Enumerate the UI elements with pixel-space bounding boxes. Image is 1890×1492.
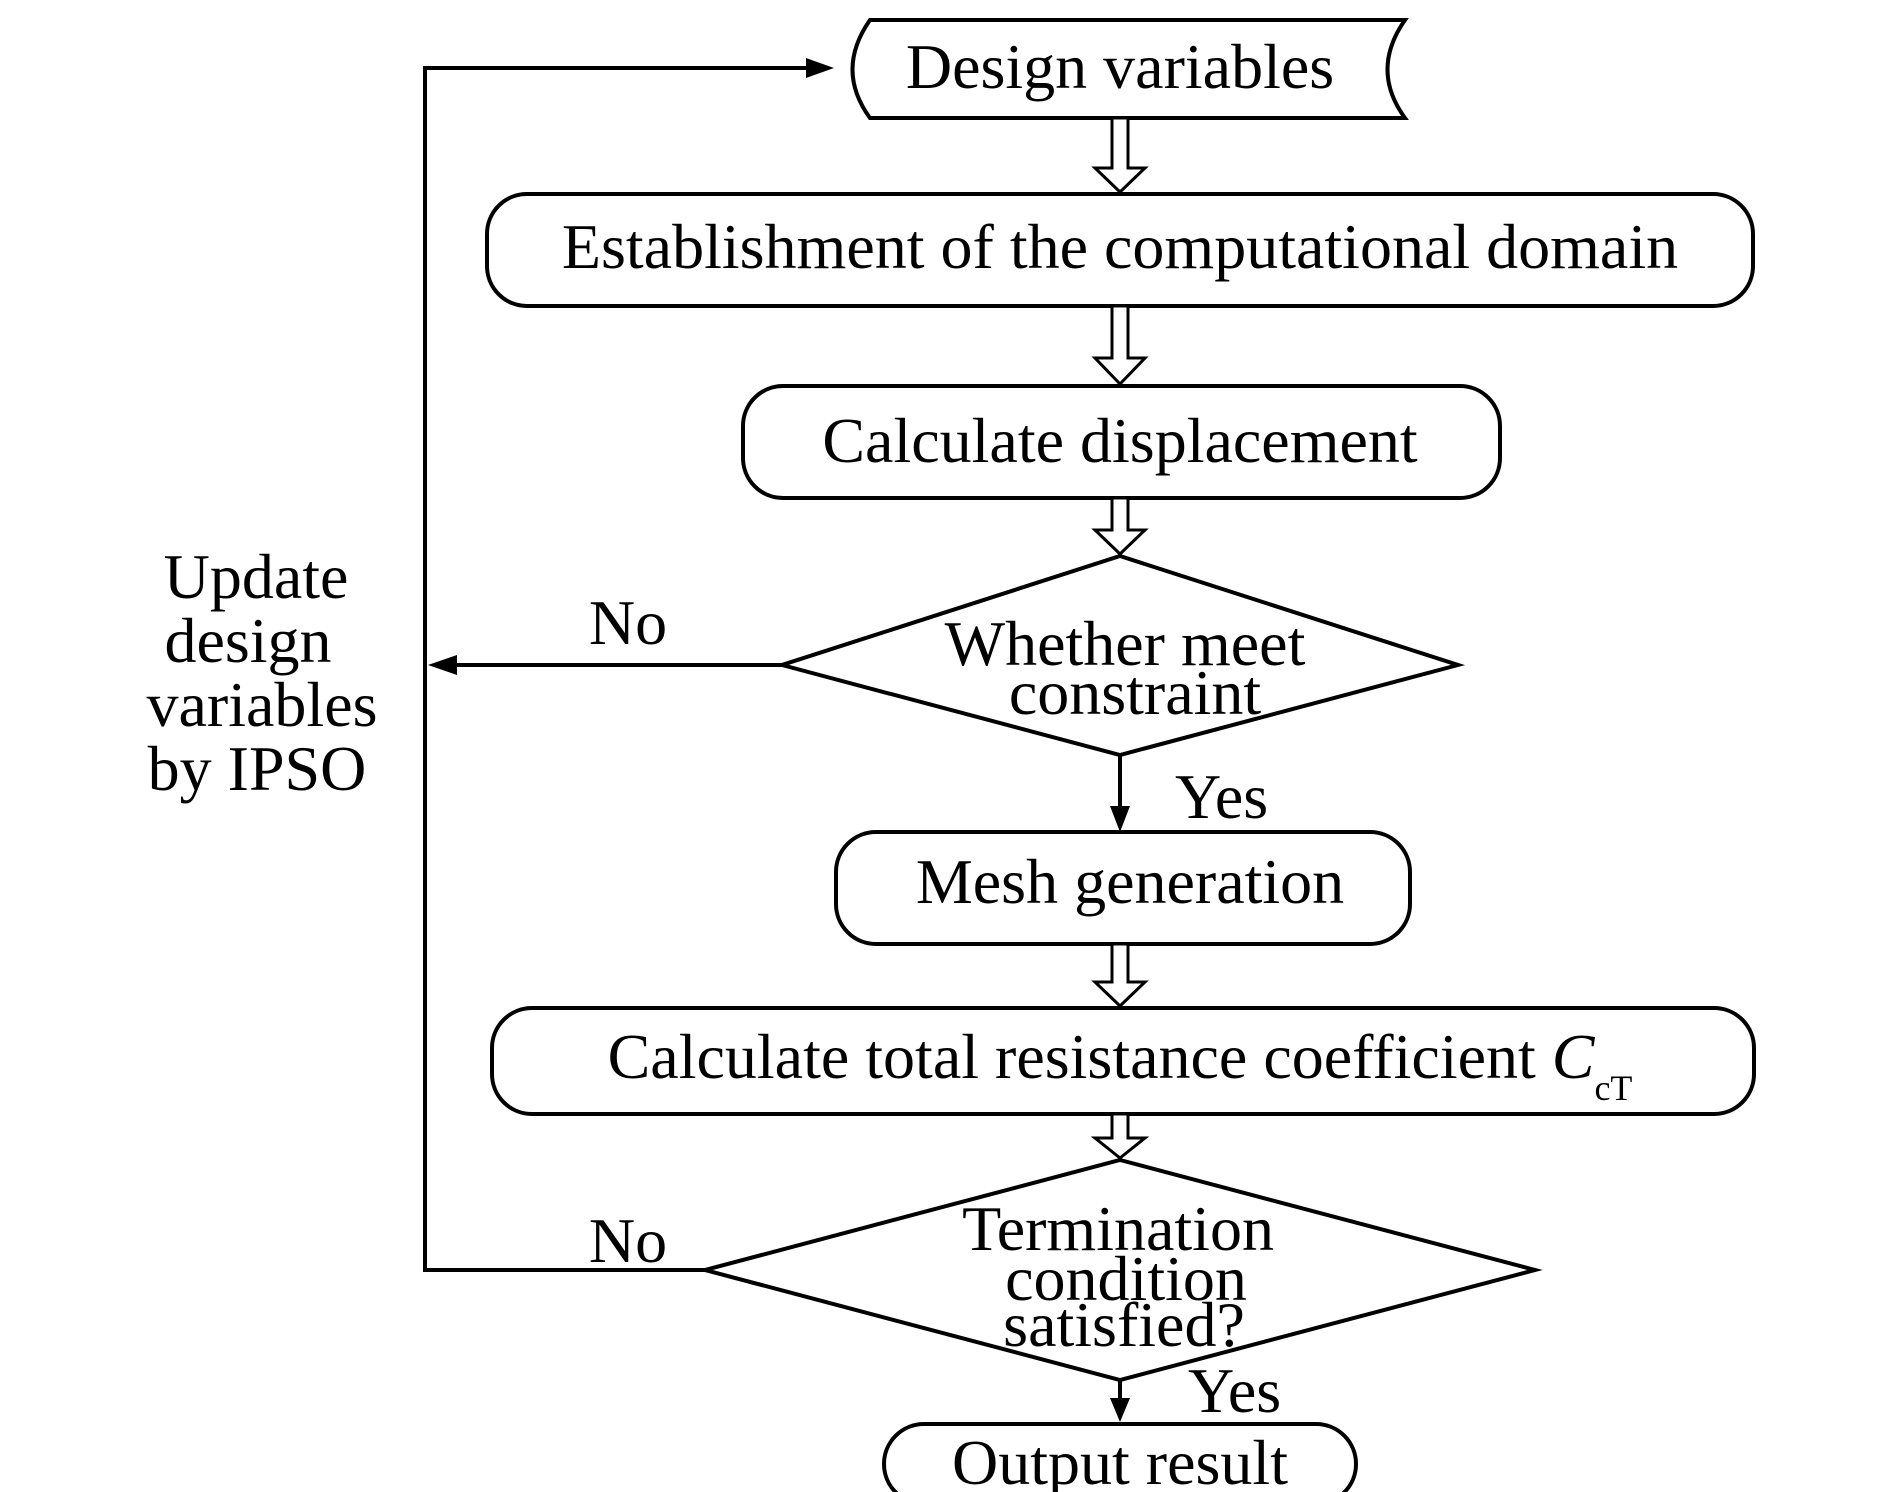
termination-label-line-1: Termination: [962, 1193, 1274, 1264]
termination-yes-label: Yes: [1188, 1355, 1281, 1426]
termination-label-line-3: satisfied?: [1003, 1289, 1245, 1360]
calculate-resistance-label: Calculate total resistance coefficient C…: [608, 1021, 1633, 1108]
constraint-yes-label: Yes: [1175, 761, 1268, 832]
constraint-label-line-1: Whether meet: [945, 608, 1306, 679]
loop-label-line-2: design: [164, 605, 331, 676]
double-arrow-4: [1091, 942, 1149, 1009]
constraint-label-line-2: constraint: [1009, 657, 1262, 728]
double-arrow-1: [1091, 116, 1149, 195]
feedback-loop: [423, 58, 834, 1272]
node-calculate-displacement: Calculate displacement: [741, 384, 1502, 500]
loop-label-line-3: variables: [147, 669, 378, 740]
loop-label-line-1: Update: [164, 541, 349, 612]
node-mesh-generation: Mesh generation: [834, 830, 1412, 946]
resistance-text: Calculate total resistance coefficient: [608, 1021, 1552, 1092]
node-termination-decision: Termination condition satisfied?: [697, 1157, 1543, 1383]
resistance-symbol: C: [1552, 1021, 1596, 1092]
arrow-termination-yes: [1110, 1380, 1130, 1422]
node-establishment: Establishment of the computational domai…: [485, 192, 1755, 308]
node-design-variables: Design variables: [850, 18, 1409, 120]
mesh-generation-label: Mesh generation: [916, 846, 1344, 917]
output-result-label: Output result: [952, 1427, 1288, 1492]
resistance-subscript: cT: [1594, 1068, 1632, 1108]
termination-label-line-2: condition: [1005, 1243, 1247, 1314]
double-arrow-2: [1091, 304, 1149, 387]
design-variables-label: Design variables: [906, 31, 1334, 102]
constraint-no-label: No: [589, 587, 667, 658]
loop-label: Update design variables by IPSO: [147, 541, 378, 804]
termination-no-label: No: [589, 1205, 667, 1276]
calculate-displacement-label: Calculate displacement: [822, 405, 1418, 476]
establishment-label: Establishment of the computational domai…: [562, 211, 1678, 282]
arrow-constraint-yes: [1110, 755, 1130, 832]
node-constraint-decision: Whether meet constraint: [774, 553, 1466, 758]
node-output-result: Output result: [882, 1422, 1358, 1492]
double-arrow-3: [1091, 496, 1149, 557]
node-calculate-resistance: Calculate total resistance coefficient C…: [490, 1006, 1756, 1116]
double-arrow-5: [1090, 1112, 1150, 1160]
loop-label-line-4: by IPSO: [148, 733, 367, 804]
